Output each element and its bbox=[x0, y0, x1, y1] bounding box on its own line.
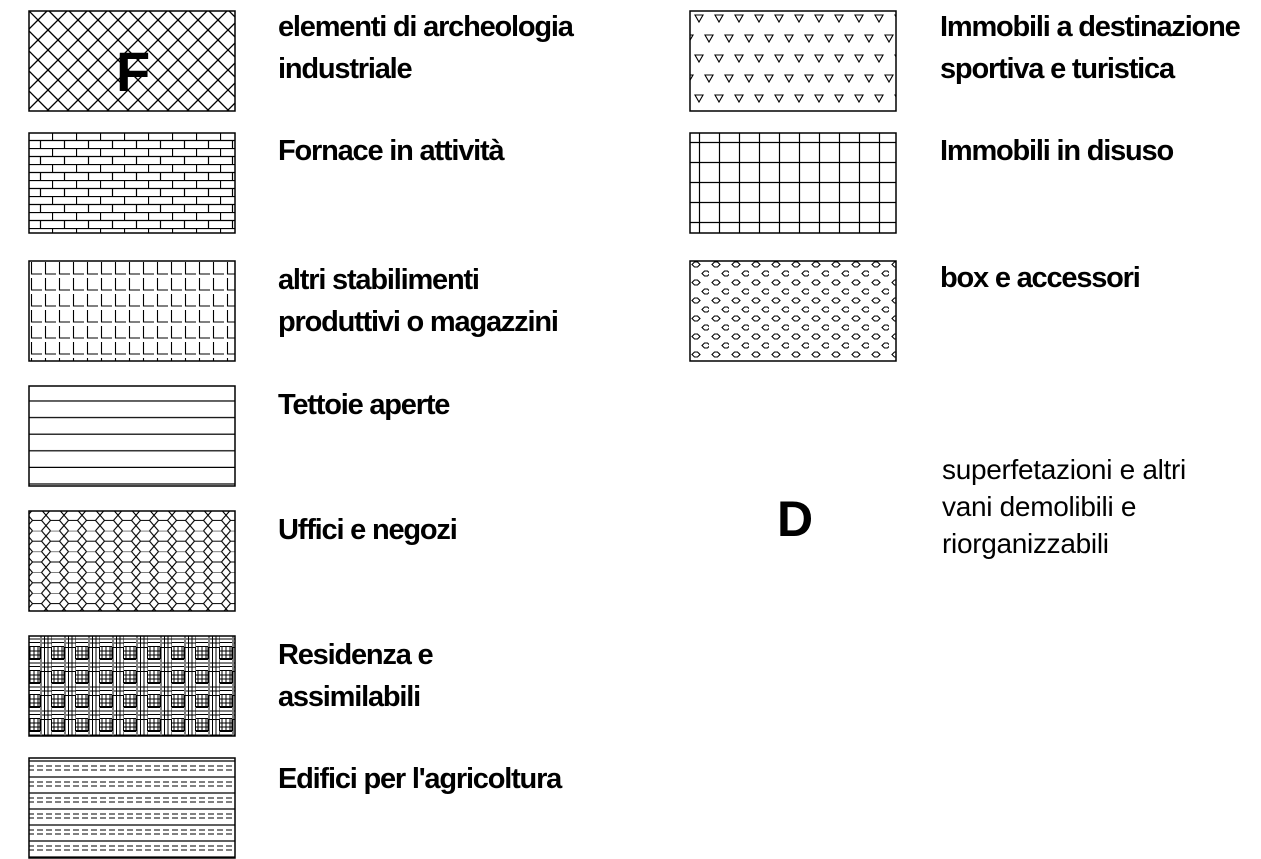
legend-label-uffici: Uffici e negozi bbox=[278, 514, 458, 546]
legend-label-box: box e accessori bbox=[940, 262, 1141, 294]
legend-label-disuso: Immobili in disuso bbox=[940, 135, 1174, 167]
legend-label-superfetazioni: superfetazioni e altri vani demolibili e… bbox=[942, 454, 1186, 559]
legend-label-archeologia: elementi di archeologia industriale bbox=[278, 11, 574, 85]
legend-label-stabilimenti: altri stabilimenti produttivi o magazzin… bbox=[278, 264, 559, 338]
stairs-icon bbox=[689, 132, 897, 234]
legend-label-tettoie: Tettoie aperte bbox=[278, 389, 450, 421]
marker-f: F bbox=[116, 40, 151, 103]
dashed-lines-icon bbox=[28, 757, 236, 859]
legend-label-sportiva: Immobili a destinazione sportiva e turis… bbox=[940, 11, 1241, 85]
brick-icon bbox=[28, 132, 236, 234]
grid-icon bbox=[28, 260, 236, 362]
legend-label-agricoltura: Edifici per l'agricoltura bbox=[278, 763, 562, 795]
letter-d-icon: D bbox=[777, 491, 814, 547]
triangles-icon bbox=[689, 10, 897, 112]
legend-label-residenza: Residenza e assimilabili bbox=[278, 639, 434, 713]
basketweave-icon bbox=[28, 635, 236, 737]
legend-label-fornace: Fornace in attività bbox=[278, 135, 505, 167]
circles-icon bbox=[689, 260, 897, 362]
herringbone-icon bbox=[28, 10, 236, 112]
horizontal-lines-icon bbox=[28, 385, 236, 487]
hexagon-icon bbox=[28, 510, 236, 612]
